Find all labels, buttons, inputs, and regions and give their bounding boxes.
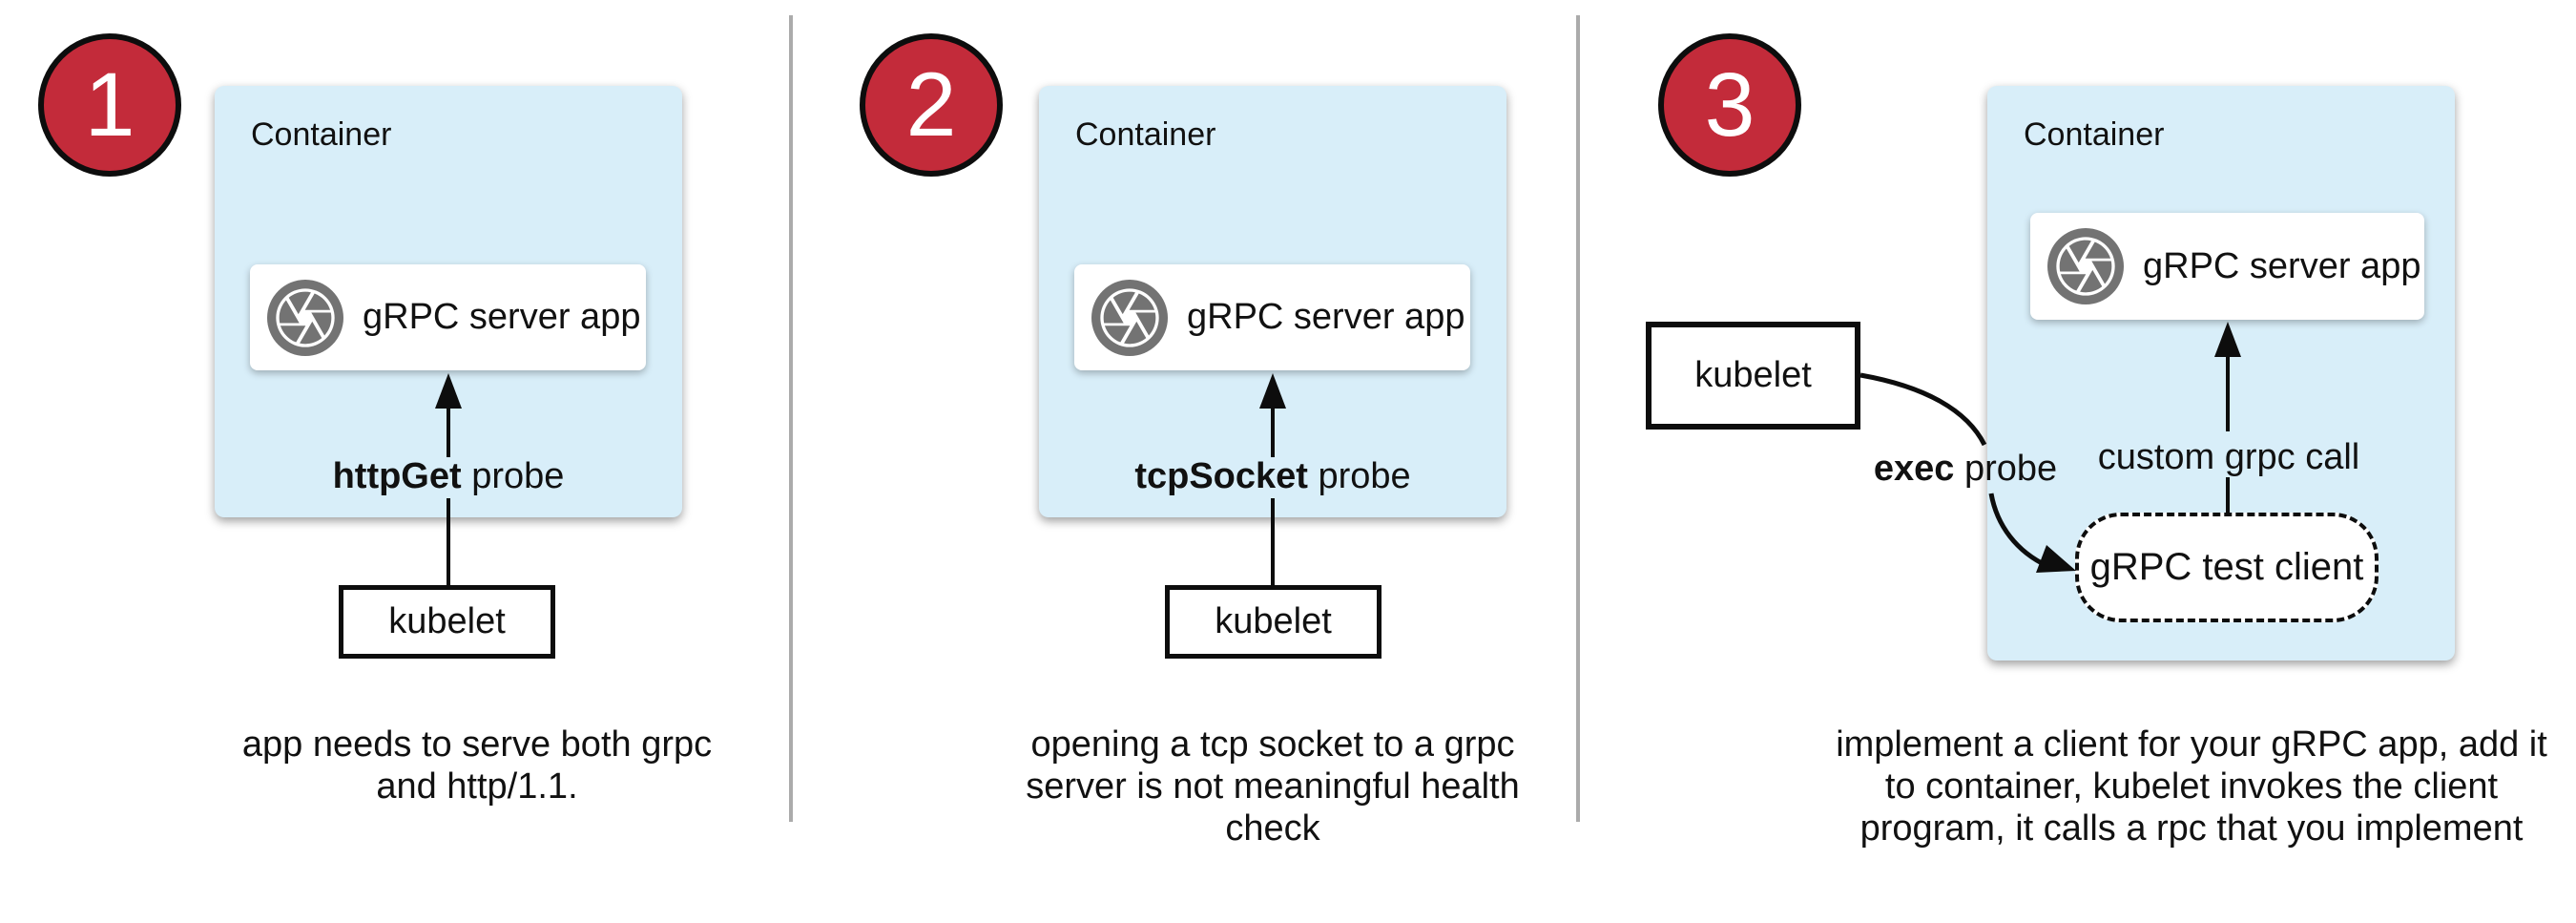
kubelet-label: kubelet — [388, 601, 506, 641]
exec-probe-curve-upper — [1859, 372, 1987, 447]
container-label-2: Container — [1075, 116, 1216, 153]
custom-grpc-call-label: custom grpc call — [2097, 437, 2360, 477]
aperture-camera-icon — [2047, 228, 2124, 304]
step-2-badge: 2 — [860, 33, 1003, 177]
probe-label-1: httpGet probe — [239, 456, 658, 497]
step-3-badge: 3 — [1658, 33, 1801, 177]
step-1-badge: 1 — [38, 33, 181, 177]
probe-type: tcpSocket — [1134, 456, 1308, 496]
grpc-server-app-box-2: gRPC server app — [1074, 264, 1470, 370]
caption-line: check — [1225, 808, 1320, 849]
kubelet-label: kubelet — [1694, 355, 1812, 395]
panel-divider-1 — [789, 15, 793, 822]
caption-line: to container, kubelet invokes the client — [1884, 766, 2499, 807]
grpc-server-app-label: gRPC server app — [2143, 245, 2421, 286]
aperture-camera-icon — [1091, 279, 1168, 356]
kubelet-label: kubelet — [1215, 601, 1332, 641]
kubelet-box-2: kubelet — [1165, 585, 1381, 659]
container-label-1: Container — [251, 116, 392, 153]
step-3-number: 3 — [1704, 53, 1755, 156]
caption-line: program, it calls a rpc that you impleme… — [1859, 808, 2524, 849]
grpc-test-client-label: gRPC test client — [2089, 546, 2364, 588]
panel-divider-2 — [1576, 15, 1580, 822]
kubelet-box-3: kubelet — [1646, 322, 1860, 430]
probe-word: probe — [461, 456, 565, 496]
caption-2: opening a tcp socket to a grpc server is… — [929, 724, 1616, 850]
caption-line: opening a tcp socket to a grpc — [1030, 724, 1515, 765]
step-2-number: 2 — [905, 53, 957, 156]
probe-label-2: tcpSocket probe — [1063, 456, 1483, 497]
probe-word: probe — [1307, 456, 1411, 496]
caption-line: app needs to serve both grpc — [241, 724, 713, 765]
caption-line: implement a client for your gRPC app, ad… — [1836, 724, 2547, 765]
probe-type: exec — [1873, 449, 1955, 489]
step-1-number: 1 — [84, 53, 135, 156]
grpc-server-app-label: gRPC server app — [1187, 297, 1465, 337]
container-label-3: Container — [2024, 116, 2165, 153]
grpc-test-client-box: gRPC test client — [2075, 513, 2379, 622]
caption-1: app needs to serve both grpc and http/1.… — [134, 724, 821, 808]
caption-line: and http/1.1. — [376, 766, 578, 807]
probe-type: httpGet — [332, 456, 462, 496]
grpc-server-app-box-3: gRPC server app — [2030, 213, 2424, 320]
caption-line: server is not meaningful health — [1026, 766, 1520, 807]
caption-3: implement a client for your gRPC app, ad… — [1829, 724, 2554, 850]
grpc-server-app-label: gRPC server app — [363, 297, 641, 337]
grpc-server-app-box-1: gRPC server app — [250, 264, 646, 370]
kubelet-box-1: kubelet — [339, 585, 555, 659]
aperture-camera-icon — [267, 279, 343, 356]
probe-label-3: exec probe — [1798, 449, 2132, 490]
probe-word: probe — [1954, 449, 2058, 489]
